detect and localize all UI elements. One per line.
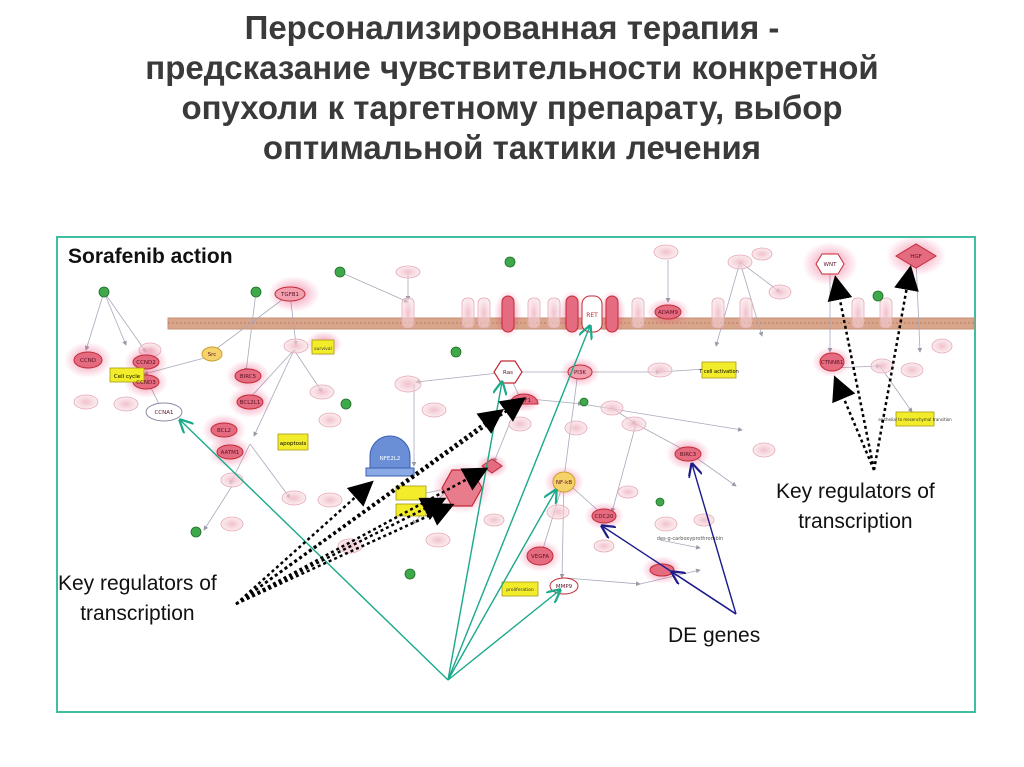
box-emt [895,411,935,427]
box-cell-cycle-label: Cell cycle [114,374,141,380]
node-pi3k [567,364,593,380]
node-bcl2l1-label: BCL2L1 [240,400,261,406]
callout-key-regulators-left: Key regulators of transcription [58,569,217,629]
receptor-ret-label: RET [586,312,598,319]
process-boxes [109,339,935,597]
box-proliferation-label: proliferation [506,587,534,593]
callout-left-line-1: Key regulators of [58,572,217,595]
node-birc3-label: BIRC3 [680,452,697,458]
callout-left-line-2: transcription [80,602,195,625]
small-green-nodes [98,256,884,580]
node-cdc20-label: CDC20 [595,514,614,520]
node-nfkb-label: NF-kB [556,480,572,486]
receptor-pdgfr [565,295,579,333]
node-wnt [815,253,845,275]
node-ccna1 [145,402,183,422]
box-emt-label: epithelial to mesenchymal transition [878,417,952,422]
node-ras-label: Ras [503,370,513,376]
callout-right-line-1: Key regulators of [776,480,935,503]
box-t-cell-label: T cell activation [698,369,739,375]
box-apoptosis [277,433,309,451]
box-survival [311,339,335,355]
box-cell-cycle [109,367,145,383]
callout-right-line-2: transcription [798,510,913,533]
key-regulator-arrows-left [235,397,527,606]
node-aatm1-label: AATM1 [221,450,240,456]
node-ctnnb1-label: CTNNB1 [821,360,844,366]
box-survival-label: survival [314,346,332,352]
diagram-heading: Sorafenib action [68,245,233,268]
node-src [201,346,223,362]
node-ccnd2-label: CCND2 [136,360,156,366]
node-dex-label: des-g-carboxyprothrombin [657,536,723,542]
node-nfkb [552,471,576,493]
node-cdc20 [591,508,617,524]
node-tgfb1-label: TGFB1 [280,292,299,298]
receptor-kdr [501,295,515,333]
node-hgf [895,243,937,269]
membrane-receptors: RET [494,290,626,338]
title-line-4: оптимальной тактики лечения [262,129,762,166]
node-hgf-label: HGF [910,254,922,260]
node-wnt-label: WNT [824,262,838,268]
node-ctnnb1 [819,352,845,372]
node-ccnd3-label: CCND3 [136,380,156,386]
box-proliferation [501,581,539,597]
node-tgfb1 [274,286,306,302]
node-birc5 [234,368,262,384]
title-line-2: предсказание чувствительности конкретной [145,49,879,86]
node-bcl2-label: BCL2 [217,428,231,434]
node-adam9-label: ADAM9 [658,310,678,316]
box-nfe2l2-out [395,485,427,501]
node-birc5-label: BIRC5 [240,374,257,380]
node-nfe2l2-label: NFE2L2 [380,456,401,462]
node-ccnd [73,351,103,369]
key-regulator-arrows-right [827,265,919,471]
node-bcl2l1 [236,394,264,410]
box-t-cell [701,361,737,379]
title-line-3: опухоли к таргетному препарату, выбор [181,89,843,126]
node-src-label: Src [208,352,217,358]
node-ccnd-label: CCND [80,358,96,364]
node-vegfa [526,546,554,566]
box-apoptosis-label: apoptosis [280,441,307,447]
navy-de-arrows [602,464,737,615]
node-ccna1-label: CCNA1 [154,410,173,416]
callout-de-genes: DE genes [668,624,761,647]
node-aatm1 [216,444,244,460]
receptor-flt [605,295,619,333]
node-pi3k-label: PI3K [574,370,586,376]
title-line-1: Персонализированная терапия - [244,9,780,46]
slide-title: Персонализированная терапия - предсказан… [0,8,1024,168]
node-vegfa-label: VEGFA [531,554,549,560]
callout-key-regulators-right: Key regulators of transcription [776,477,935,537]
background-nodes [73,244,953,554]
node-adam9 [654,304,682,320]
node-nfe2l2 [369,435,411,473]
node-mmp9-label: MMP9 [556,584,573,590]
